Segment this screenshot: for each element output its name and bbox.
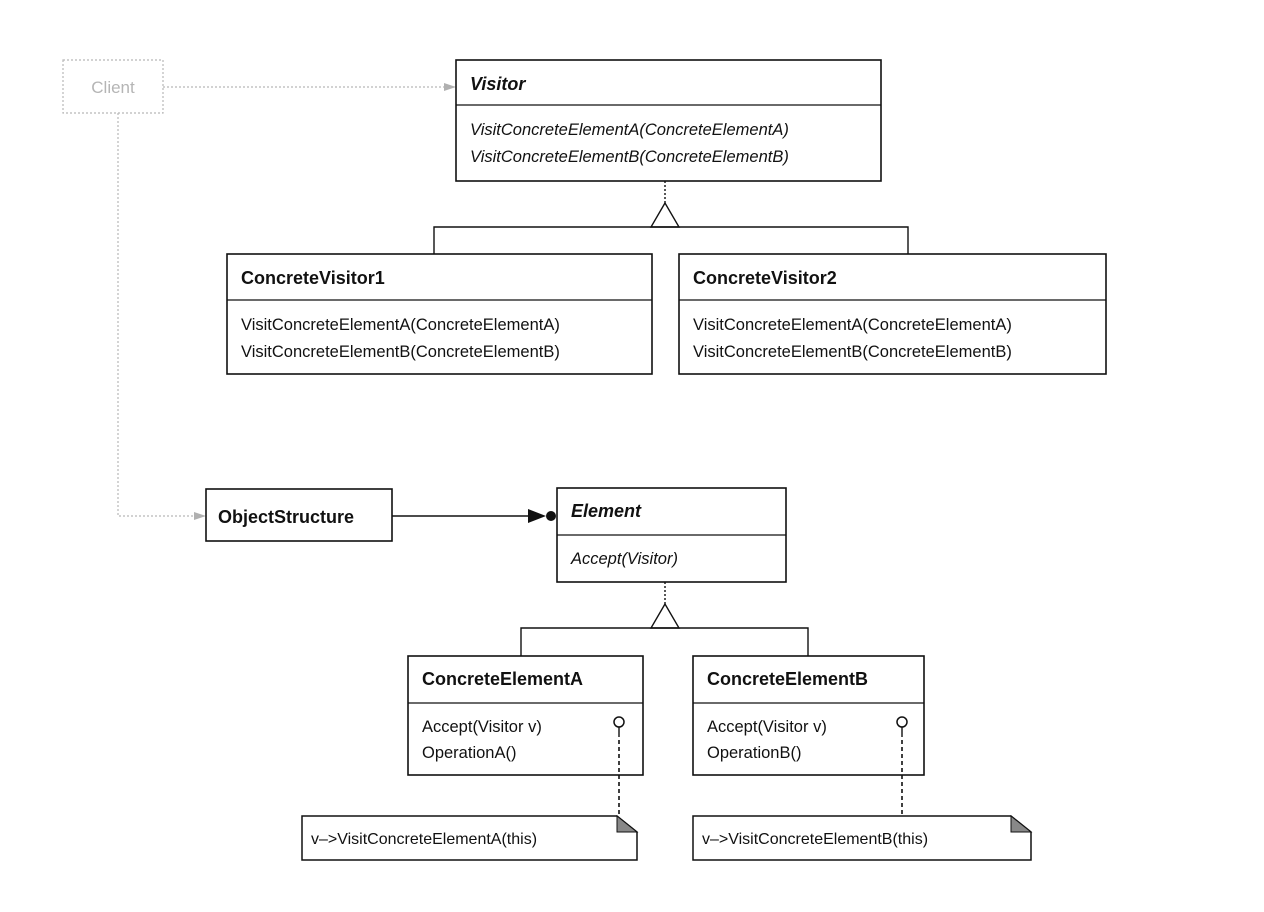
objectstructure-element-arrowhead	[528, 509, 546, 523]
concrete-element-b-class: ConcreteElementB Accept(Visitor v) Opera…	[692, 655, 925, 776]
object-structure-box	[205, 488, 393, 542]
client-objectstructure-line	[117, 113, 200, 517]
concrete-element-b-name: ConcreteElementB	[707, 669, 868, 689]
concrete-element-a-note-box	[301, 815, 638, 861]
concrete-element-b-note: v–>VisitConcreteElementB(this)	[692, 740, 1033, 861]
element-inheritance	[520, 582, 809, 656]
element-operation: Accept(Visitor)	[570, 550, 678, 568]
concrete-visitor2-name: ConcreteVisitor2	[693, 268, 837, 288]
concrete-element-a-note-text: v–>VisitConcreteElementA(this)	[311, 831, 537, 848]
concrete-element-b-note-fold	[1010, 814, 1033, 833]
object-structure-name: ObjectStructure	[218, 507, 354, 527]
concrete-element-b-note-box	[692, 815, 1032, 861]
concrete-element-a-note-anchor	[613, 716, 625, 728]
object-structure-class: ObjectStructure	[205, 488, 393, 542]
client-class: Client	[62, 59, 164, 114]
client-visitor-arrowhead	[444, 83, 456, 91]
concrete-element-b-operation: Accept(Visitor v)	[707, 718, 827, 736]
visitor-operation: VisitConcreteElementB(ConcreteElementB)	[470, 148, 789, 166]
concrete-visitor1-class: ConcreteVisitor1 VisitConcreteElementA(C…	[226, 253, 653, 375]
concrete-element-a-note-fold	[616, 814, 639, 833]
concrete-element-a-note: v–>VisitConcreteElementA(this)	[301, 740, 639, 861]
visitor-inheritance	[433, 181, 909, 254]
client-to-visitor-link	[163, 83, 456, 91]
concrete-element-b-note-anchor	[896, 716, 908, 728]
objectstructure-element-multiplicity-dot	[546, 511, 556, 521]
concrete-visitor2-operation: VisitConcreteElementA(ConcreteElementA)	[693, 316, 1012, 334]
client-box	[62, 59, 164, 114]
concrete-visitor2-operation: VisitConcreteElementB(ConcreteElementB)	[693, 343, 1012, 361]
element-inheritance-triangle	[649, 602, 681, 629]
concrete-element-a-operation: OperationA()	[422, 744, 516, 762]
client-to-objectstructure-link	[117, 113, 206, 520]
concrete-visitor1-operation: VisitConcreteElementB(ConcreteElementB)	[241, 343, 560, 361]
concrete-visitor1-operation: VisitConcreteElementA(ConcreteElementA)	[241, 316, 560, 334]
visitor-inheritance-branches	[433, 226, 909, 254]
element-class: Element Accept(Visitor)	[556, 487, 787, 583]
concrete-element-a-operation: Accept(Visitor v)	[422, 718, 542, 736]
client-objectstructure-arrowhead	[194, 512, 206, 520]
concrete-visitor2-box	[678, 253, 1107, 375]
visitor-operation: VisitConcreteElementA(ConcreteElementA)	[470, 121, 789, 139]
visitor-name: Visitor	[470, 74, 526, 94]
element-name: Element	[571, 501, 642, 521]
visitor-box	[455, 59, 882, 182]
concrete-element-b-note-text: v–>VisitConcreteElementB(this)	[702, 831, 928, 848]
concrete-element-b-operation: OperationB()	[707, 744, 801, 762]
element-inheritance-branches	[520, 627, 809, 656]
concrete-visitor1-box	[226, 253, 653, 375]
concrete-element-b-box	[692, 655, 925, 776]
concrete-element-a-box	[407, 655, 644, 776]
concrete-visitor2-class: ConcreteVisitor2 VisitConcreteElementA(C…	[678, 253, 1107, 375]
client-name: Client	[91, 78, 135, 97]
concrete-visitor1-name: ConcreteVisitor1	[241, 268, 385, 288]
visitor-class: Visitor VisitConcreteElementA(ConcreteEl…	[455, 59, 882, 182]
concrete-element-a-class: ConcreteElementA Accept(Visitor v) Opera…	[407, 655, 644, 776]
concrete-element-a-name: ConcreteElementA	[422, 669, 583, 689]
objectstructure-to-element-link	[392, 509, 556, 523]
visitor-inheritance-triangle	[649, 201, 681, 228]
